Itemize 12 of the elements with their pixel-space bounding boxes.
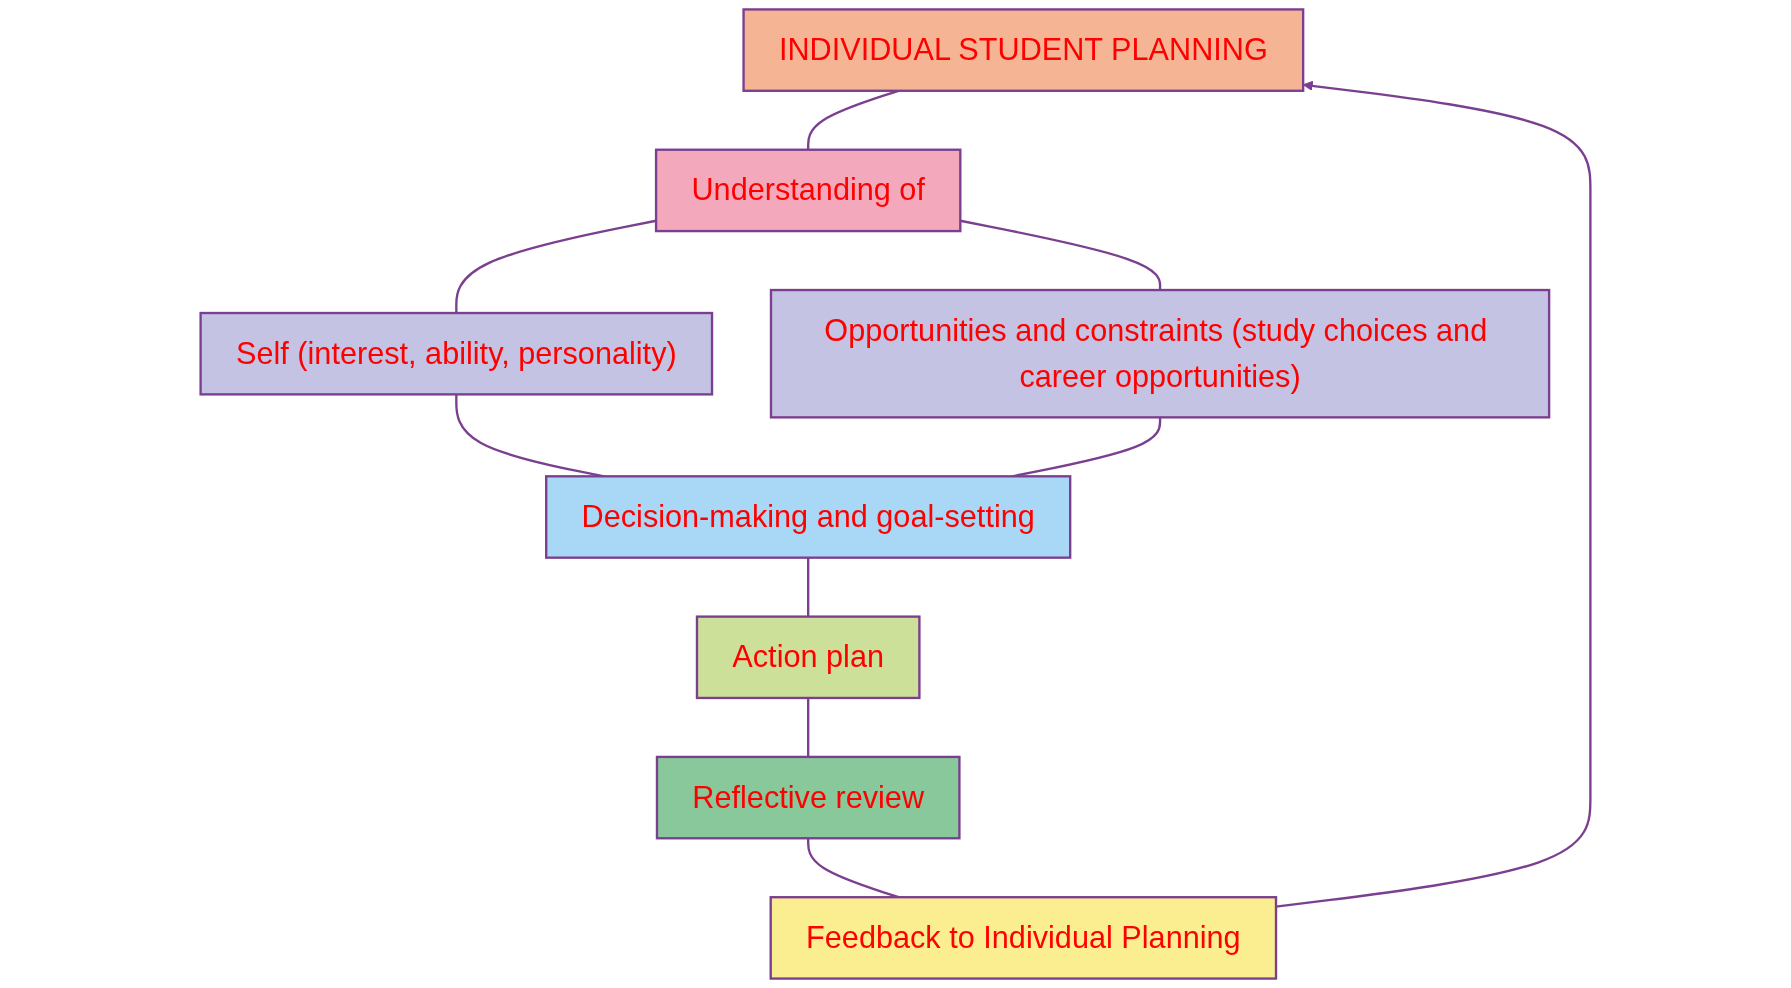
node-box: Action plan	[695, 615, 921, 700]
connector	[807, 557, 810, 617]
node-box: Reflective review	[655, 755, 961, 840]
node-box: Decision-making and goal-setting	[545, 475, 1072, 559]
node-box: Self (interest, ability, personality)	[199, 311, 714, 396]
node-box: INDIVIDUAL STUDENT PLANNING	[742, 8, 1305, 92]
connector	[455, 219, 657, 313]
connector	[807, 697, 810, 757]
connector	[960, 219, 1162, 291]
node-box: Opportunities and constraints (study choices and career opportunities)	[769, 288, 1551, 419]
node-box: Feedback to Individual Planning	[769, 896, 1278, 980]
node-box: Understanding of	[654, 148, 962, 233]
